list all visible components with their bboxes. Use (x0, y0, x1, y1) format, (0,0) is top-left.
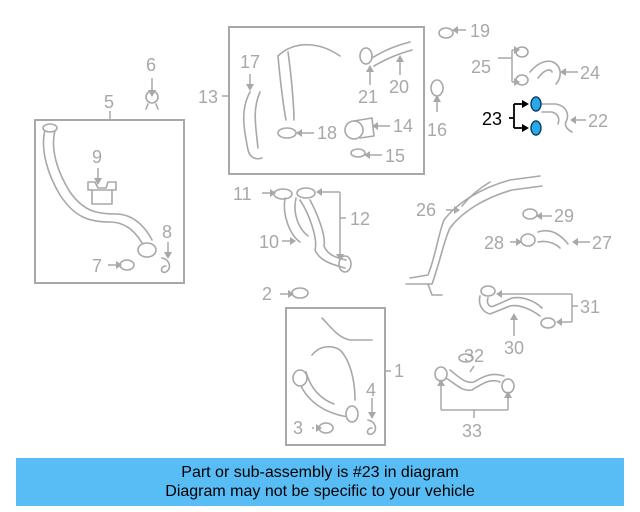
pipe-part-26 (405, 175, 543, 296)
callout-20: 20 (389, 77, 409, 97)
callout-16: 16 (427, 120, 447, 140)
callout-18: 18 (317, 123, 337, 143)
info-banner: Part or sub-assembly is #23 in diagram D… (16, 458, 624, 506)
callout-25: 25 (471, 57, 491, 77)
clamp-part-21 (359, 47, 373, 65)
clamp-part-2 (291, 287, 309, 299)
callout-21: 21 (358, 87, 378, 107)
callout-28: 28 (484, 233, 504, 253)
hose-part-27 (537, 229, 569, 249)
callout-22: 22 (588, 111, 608, 131)
callout-15: 15 (385, 146, 405, 166)
callout-13: 13 (198, 87, 218, 107)
clip-part-4 (366, 419, 377, 436)
callout-33: 33 (462, 421, 482, 441)
callout-9: 9 (92, 147, 102, 167)
clamp-part-15 (350, 148, 366, 158)
callout-labels: 1 2 3 4 5 6 7 8 9 10 11 12 13 14 15 16 1… (92, 21, 612, 441)
clamp-part-12 (296, 187, 352, 273)
callout-17: 17 (240, 52, 260, 72)
banner-line-1: Part or sub-assembly is #23 in diagram (181, 464, 459, 481)
hose-part-22 (539, 103, 573, 133)
callout-29: 29 (554, 206, 574, 226)
callout-19: 19 (470, 21, 490, 41)
callout-7: 7 (92, 256, 102, 276)
callout-5: 5 (104, 92, 114, 112)
clamp-part-6 (145, 90, 159, 110)
callout-32: 32 (464, 346, 484, 366)
callout-2: 2 (262, 284, 272, 304)
clamp-part-31 (480, 285, 556, 329)
callout-6: 6 (146, 55, 156, 75)
seal-part-7 (119, 259, 135, 271)
callout-10: 10 (259, 232, 279, 252)
clamp-part-11 (273, 188, 293, 200)
hose-part-10 (283, 197, 347, 269)
leader-23-highlight (509, 100, 529, 132)
callout-1: 1 (394, 361, 404, 381)
callout-14: 14 (393, 116, 413, 136)
callout-3: 3 (293, 418, 303, 438)
callout-11: 11 (233, 184, 252, 204)
callout-26: 26 (416, 200, 436, 220)
group-box-1 (285, 307, 386, 446)
hose-part-30 (478, 295, 543, 317)
clamp-part-18 (277, 127, 297, 139)
callout-24: 24 (580, 63, 600, 83)
callout-31: 31 (580, 297, 600, 317)
hose-part-32 (445, 353, 505, 392)
hose-part-17 (242, 44, 341, 160)
callout-8: 8 (162, 222, 172, 242)
callout-12: 12 (350, 209, 370, 229)
hose-part-24 (529, 60, 561, 85)
leader-lines (94, 26, 590, 432)
callout-30: 30 (504, 338, 524, 358)
hose-part-5 (42, 123, 157, 258)
bracket-part-9 (87, 181, 117, 205)
clamp-part-29 (522, 208, 538, 220)
banner-line-2: Diagram may not be specific to your vehi… (165, 483, 475, 500)
clamp-part-16 (430, 79, 444, 97)
clip-part-8 (160, 257, 171, 274)
clamp-part-19 (438, 27, 454, 39)
callout-23: 23 (482, 109, 502, 129)
clamp-part-23 (530, 96, 542, 136)
callout-4: 4 (366, 380, 376, 400)
adapter-part-14 (344, 117, 375, 140)
hose-part-20 (371, 41, 413, 67)
callout-27: 27 (592, 233, 612, 253)
clamp-part-28 (520, 233, 536, 247)
pipe-part-1 (292, 317, 373, 423)
group-box-13 (228, 26, 425, 175)
clamp-part-25 (515, 46, 529, 86)
